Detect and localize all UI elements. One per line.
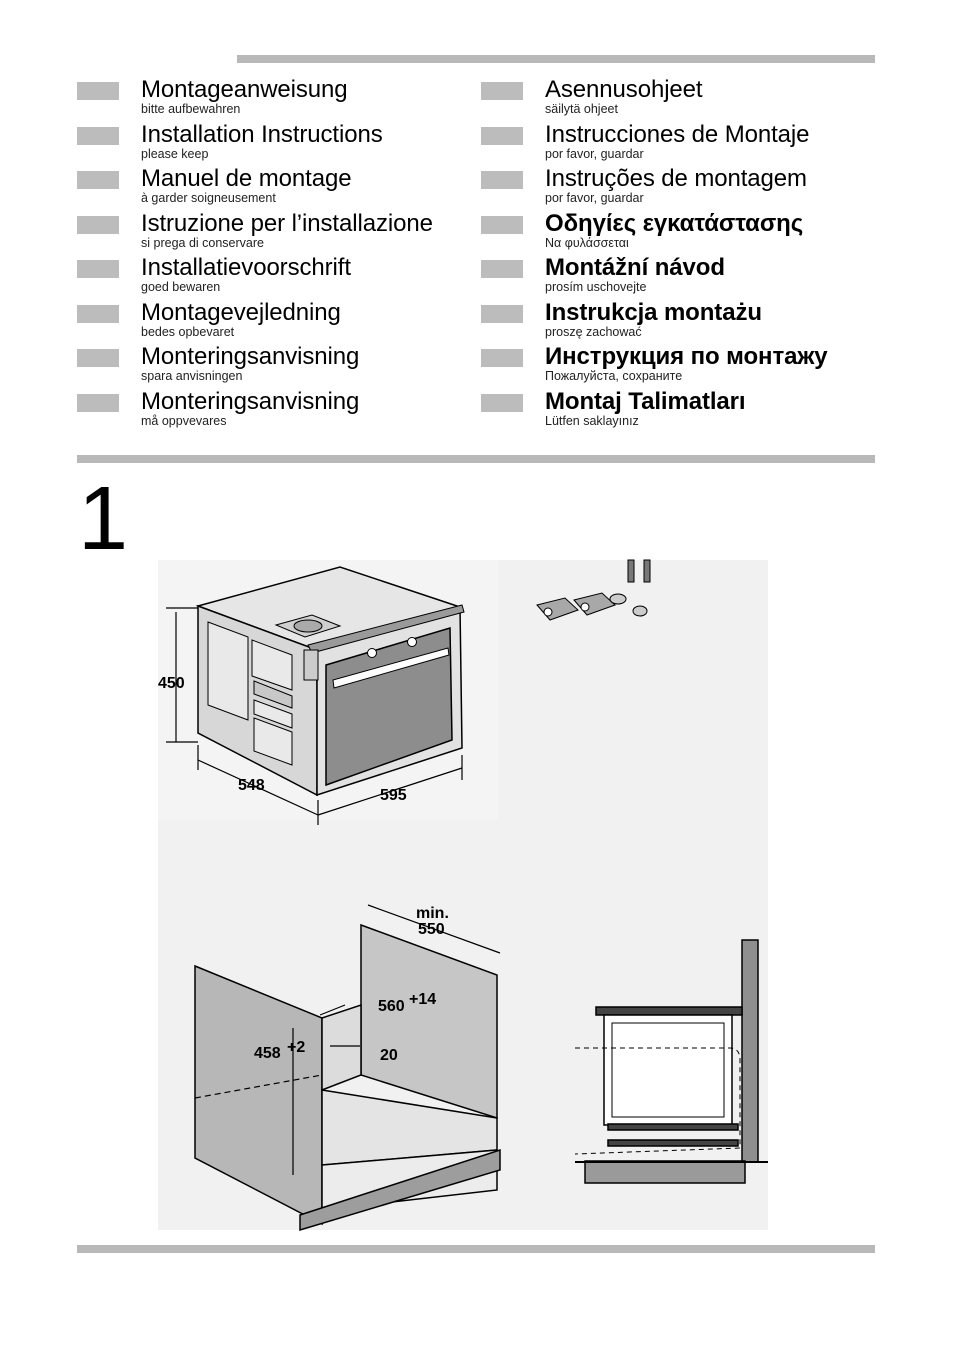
language-subtitle: proszę zachować <box>545 324 642 339</box>
cabinet-hidden-lines <box>194 1074 323 1099</box>
svg-text:20: 20 <box>380 1047 398 1064</box>
top-rule <box>237 55 875 63</box>
cabinet-drawing <box>194 923 501 1232</box>
oven-dimension-lines <box>166 607 463 825</box>
language-marker <box>481 393 523 412</box>
language-subtitle: bedes opbevaret <box>141 324 235 339</box>
language-marker <box>77 304 119 323</box>
language-title: Montagevejledning <box>141 298 341 326</box>
language-subtitle: à garder soigneusement <box>141 191 276 205</box>
language-subtitle: spara anvisningen <box>141 369 243 383</box>
language-marker <box>77 393 119 412</box>
svg-text:458: 458 <box>254 1045 281 1062</box>
language-marker <box>481 260 523 278</box>
language-subtitle: prosím uschovejte <box>545 280 647 294</box>
language-marker <box>77 82 119 100</box>
language-subtitle: por favor, guardar <box>545 146 644 161</box>
svg-text:+2: +2 <box>287 1039 305 1056</box>
language-marker <box>77 171 119 189</box>
language-title: Montážní návod <box>545 254 725 281</box>
svg-text:+14: +14 <box>409 991 436 1008</box>
language-subtitle: må oppvevares <box>141 413 227 428</box>
language-title: Οδηγίες εγκατάστασης <box>545 209 804 237</box>
language-marker <box>77 349 119 367</box>
language-subtitle: bitte aufbewahren <box>141 102 241 116</box>
ventilation-section <box>575 939 768 1184</box>
language-subtitle: please keep <box>141 146 209 161</box>
cabinet-dimension-lines <box>292 904 501 1175</box>
language-title: Istruzione per l’installazione <box>141 209 433 237</box>
language-subtitle: Lütfen saklayınız <box>545 413 639 428</box>
oven-drawing <box>195 566 465 797</box>
language-title: Asennusohjeet <box>545 76 703 103</box>
svg-text:595: 595 <box>380 787 407 804</box>
svg-text:min.: min. <box>416 905 449 922</box>
figure-number: 1 <box>78 469 129 569</box>
svg-text:560: 560 <box>378 998 405 1015</box>
svg-text:450: 450 <box>158 675 185 692</box>
language-marker <box>481 349 523 367</box>
language-title: Instruções de montagem <box>545 165 807 192</box>
language-title: Monteringsanvisning <box>141 387 360 415</box>
language-title: Montaj Talimatları <box>545 387 746 415</box>
language-subtitle: goed bewaren <box>141 280 221 294</box>
language-marker <box>77 126 119 145</box>
language-marker <box>481 126 523 145</box>
language-marker <box>481 304 523 323</box>
language-title: Monteringsanvisning <box>141 343 360 370</box>
mounting-parts <box>536 559 651 621</box>
bottom-rule <box>77 1245 875 1253</box>
language-marker <box>481 82 523 100</box>
language-subtitle: por favor, guardar <box>545 191 644 205</box>
language-title: Manuel de montage <box>141 165 352 192</box>
language-subtitle: si prega di conservare <box>141 235 264 250</box>
svg-text:548: 548 <box>238 777 265 794</box>
middle-rule <box>77 455 875 463</box>
language-marker <box>481 215 523 234</box>
language-subtitle: Να φυλάσσεται <box>545 235 629 250</box>
language-title: Installatievoorschrift <box>141 254 351 281</box>
language-subtitle: Пожалуйста, сохраните <box>545 369 683 383</box>
language-marker <box>77 215 119 234</box>
language-title: Montageanweisung <box>141 76 348 103</box>
svg-text:550: 550 <box>418 921 445 938</box>
language-subtitle: säilytä ohjeet <box>545 102 618 116</box>
language-marker <box>481 171 523 189</box>
language-title: Installation Instructions <box>141 120 383 148</box>
language-title: Инструкция по монтажу <box>545 343 828 370</box>
language-title: Instrucciones de Montaje <box>545 120 810 148</box>
language-marker <box>77 260 119 278</box>
language-title: Instrukcja montażu <box>545 298 762 326</box>
airflow-paths <box>574 1047 741 1155</box>
